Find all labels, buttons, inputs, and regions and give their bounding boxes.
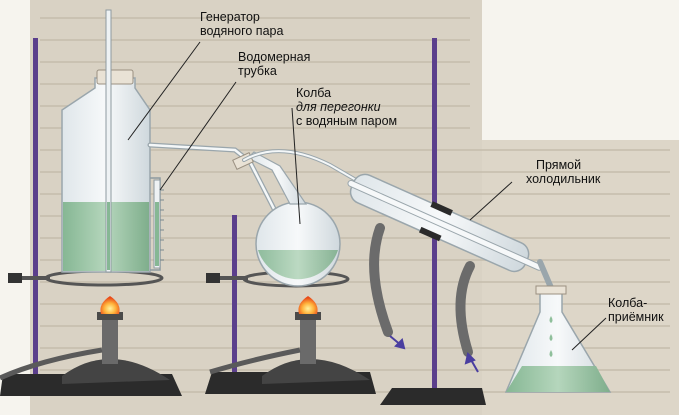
burner-middle [209,312,370,384]
label-receiver-flask: Колба- приёмник [608,296,664,324]
stand-base-right [380,388,486,405]
label-distillation-flask-line3: с водяным паром [296,114,398,128]
leader-condenser [469,181,513,221]
label-water-gauge-tube-line1: Водомерная [238,50,311,64]
distillation-flask [232,151,341,287]
water-outflow-arrow [389,335,406,350]
flame-middle [298,296,318,314]
label-condenser-line2: холодильник [526,172,601,186]
label-distillation-flask-line1: Колба [296,86,332,100]
label-steam-generator: Генератор водяного пара [200,10,283,38]
steam-generator [61,9,151,273]
label-condenser-line1: Прямой [536,158,582,172]
label-steam-generator-line1: Генератор [200,10,260,24]
burner-left [0,312,170,384]
label-water-gauge-tube: Водомерная трубка [238,50,310,78]
condenser-hose-outlet [369,223,393,337]
leader-generator [127,41,201,141]
condenser-hose-inlet [455,261,475,357]
leader-water-tube [159,81,237,191]
label-steam-generator-line2: водяного пара [200,24,284,38]
receiver-flask [504,285,612,393]
leader-lines [127,41,607,351]
label-condenser: Прямой холодильник [526,158,600,186]
label-distillation-flask: Колба для перегонки с водяным паром [296,86,397,128]
label-receiver-flask-line1: Колба- [608,296,648,310]
label-distillation-flask-line2: для перегонки [296,100,381,114]
stand-rod-left [33,38,38,390]
label-water-gauge-tube-line2: трубка [238,64,277,78]
leader-flask [291,107,301,225]
flame-left [100,296,120,314]
water-gauge-tube [150,177,164,271]
leader-receiver [571,317,607,351]
label-receiver-flask-line2: приёмник [608,310,664,324]
water-inflow-arrow [464,352,479,373]
stand-rod-middle [232,215,237,387]
